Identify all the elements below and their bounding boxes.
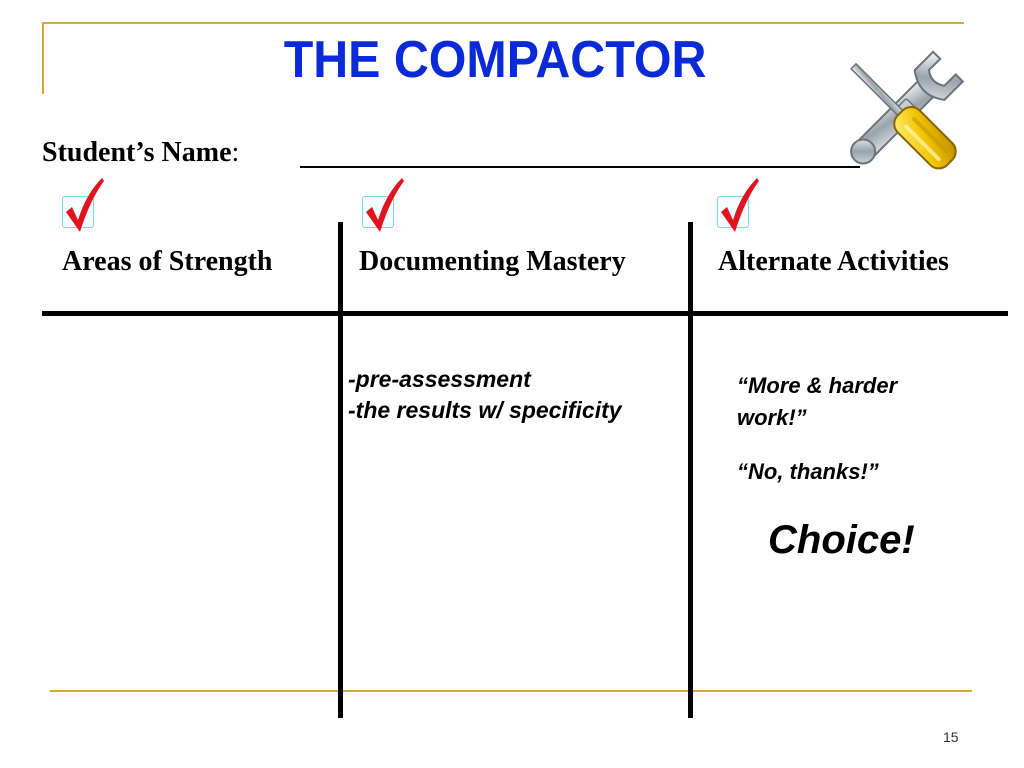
slide-title: THE COMPACTOR xyxy=(283,31,707,89)
page-number: 15 xyxy=(943,729,959,745)
frame-bottom-rule xyxy=(50,690,972,692)
column-heading-strength: Areas of Strength xyxy=(62,246,273,277)
mastery-note-preassessment: -pre-assessment xyxy=(348,366,531,392)
column-heading-alternate: Alternate Activities xyxy=(718,246,949,277)
mastery-notes: -pre-assessment -the results w/ specific… xyxy=(348,364,622,426)
column-divider-1 xyxy=(338,222,343,718)
alternate-quote-no: “No, thanks!” xyxy=(737,459,879,484)
alternate-choice: Choice! xyxy=(768,518,915,562)
check-alternate-icon xyxy=(713,176,761,236)
student-name-text: Student’s Name xyxy=(42,137,232,168)
student-name-label: Student’s Name: xyxy=(42,137,239,169)
frame-left-rule xyxy=(42,22,44,94)
student-name-colon: : xyxy=(231,137,240,168)
column-divider-2 xyxy=(688,222,693,718)
alternate-quote-more: “More & harder work!” xyxy=(737,373,898,430)
column-heading-mastery: Documenting Mastery xyxy=(359,246,626,277)
check-mastery-icon xyxy=(358,176,406,236)
student-name-blank xyxy=(300,166,860,168)
table-header-rule xyxy=(42,311,1008,316)
frame-top-rule xyxy=(42,22,964,24)
wrench-screwdriver-icon xyxy=(850,50,965,170)
check-strength-icon xyxy=(58,176,106,236)
mastery-note-results: -the results w/ specificity xyxy=(348,397,622,423)
